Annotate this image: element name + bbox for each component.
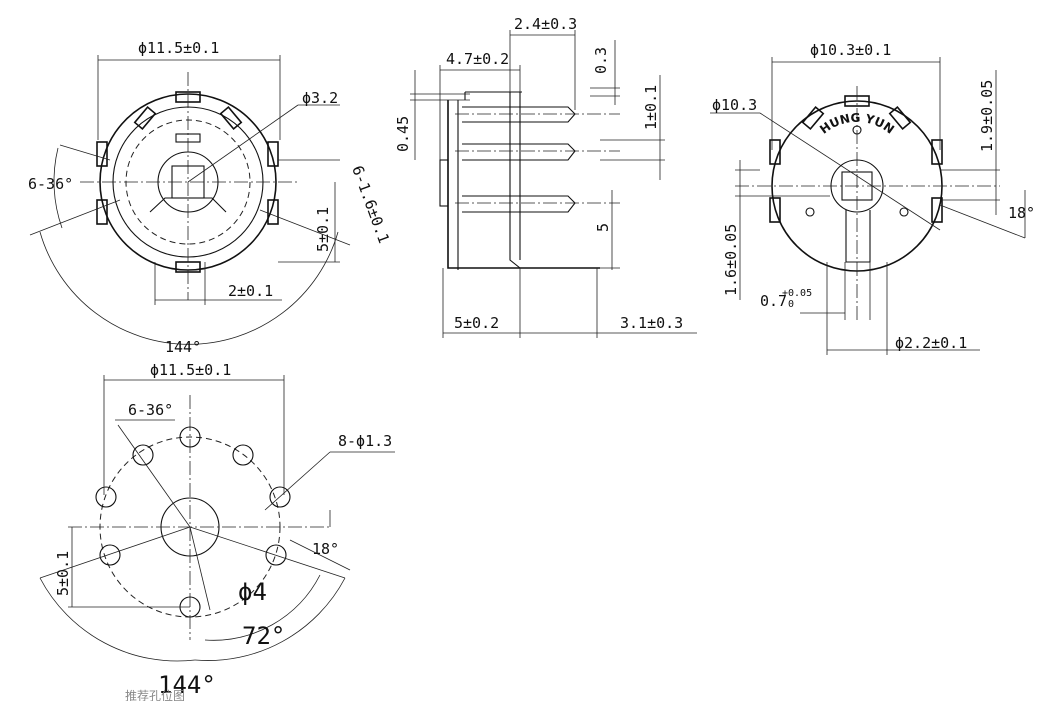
side-pin-pitch: 5 [594,223,612,232]
top-left-dia-hole: ϕ3.2 [302,89,338,107]
side-pin-thk: 0.3 [592,47,610,74]
side-lead-length: 3.1±0.3 [620,314,683,332]
side-base-width: 5±0.2 [454,314,499,332]
top-left-height: 5±0.1 [314,207,332,252]
view-side [410,30,697,338]
pcb-hole-1 [179,426,201,448]
top-right-slot-tol-low: 0 [788,299,794,310]
view-pcb-layout [39,375,395,662]
top-right-slot-tol: +0.05 [782,288,812,299]
top-left-offset: 2±0.1 [228,282,273,300]
top-left-sweep-angle: 144° [165,338,201,356]
pcb-center-hole: ϕ4 [238,578,267,606]
pcb-angle-72: 72° [242,622,285,650]
top-right-shaft-dia: ϕ2.2±0.1 [895,334,967,352]
pcb-hole-6 [99,544,121,566]
pcb-hole-3 [232,444,254,466]
top-right-slot-width: 0.7 [760,292,787,310]
pcb-dia-outer: ϕ11.5±0.1 [150,361,231,379]
top-left-dia-outer: ϕ11.5±0.1 [138,39,219,57]
pcb-holes: 8-ϕ1.3 [338,432,392,450]
top-right-angle: 18° [1008,204,1035,222]
pcb-height: 5±0.1 [54,551,72,596]
top-right-dia-inner: ϕ10.3 [712,96,757,114]
pcb-hole-2 [132,444,154,466]
pcb-hole-4 [95,486,117,508]
side-pin-width: 2.4±0.3 [514,15,577,33]
pcb-hole-5 [269,486,291,508]
pcb-hole-7 [265,544,287,566]
pcb-angle-144: 144° [158,671,216,699]
view-top-right [710,57,1026,355]
top-right-dim-top: 1.9±0.05 [978,80,996,152]
side-gap: 0.45 [394,116,412,152]
view-top-left [29,55,351,345]
pcb-angle-pitch: 6-36° [128,401,173,419]
side-body-depth: 4.7±0.2 [446,50,509,68]
footer-note: 推荐孔位图 [125,688,185,701]
top-left-angle-pitch: 6-36° [28,175,73,193]
top-right-dia-outer: ϕ10.3±0.1 [810,41,891,59]
top-right-dim-left: 1.6±0.05 [722,224,740,296]
pcb-angle: 18° [312,540,339,558]
side-pin-spacing: 1±0.1 [642,85,660,130]
top-left-pin-spec: 6-1.6±0.1 [348,163,393,246]
